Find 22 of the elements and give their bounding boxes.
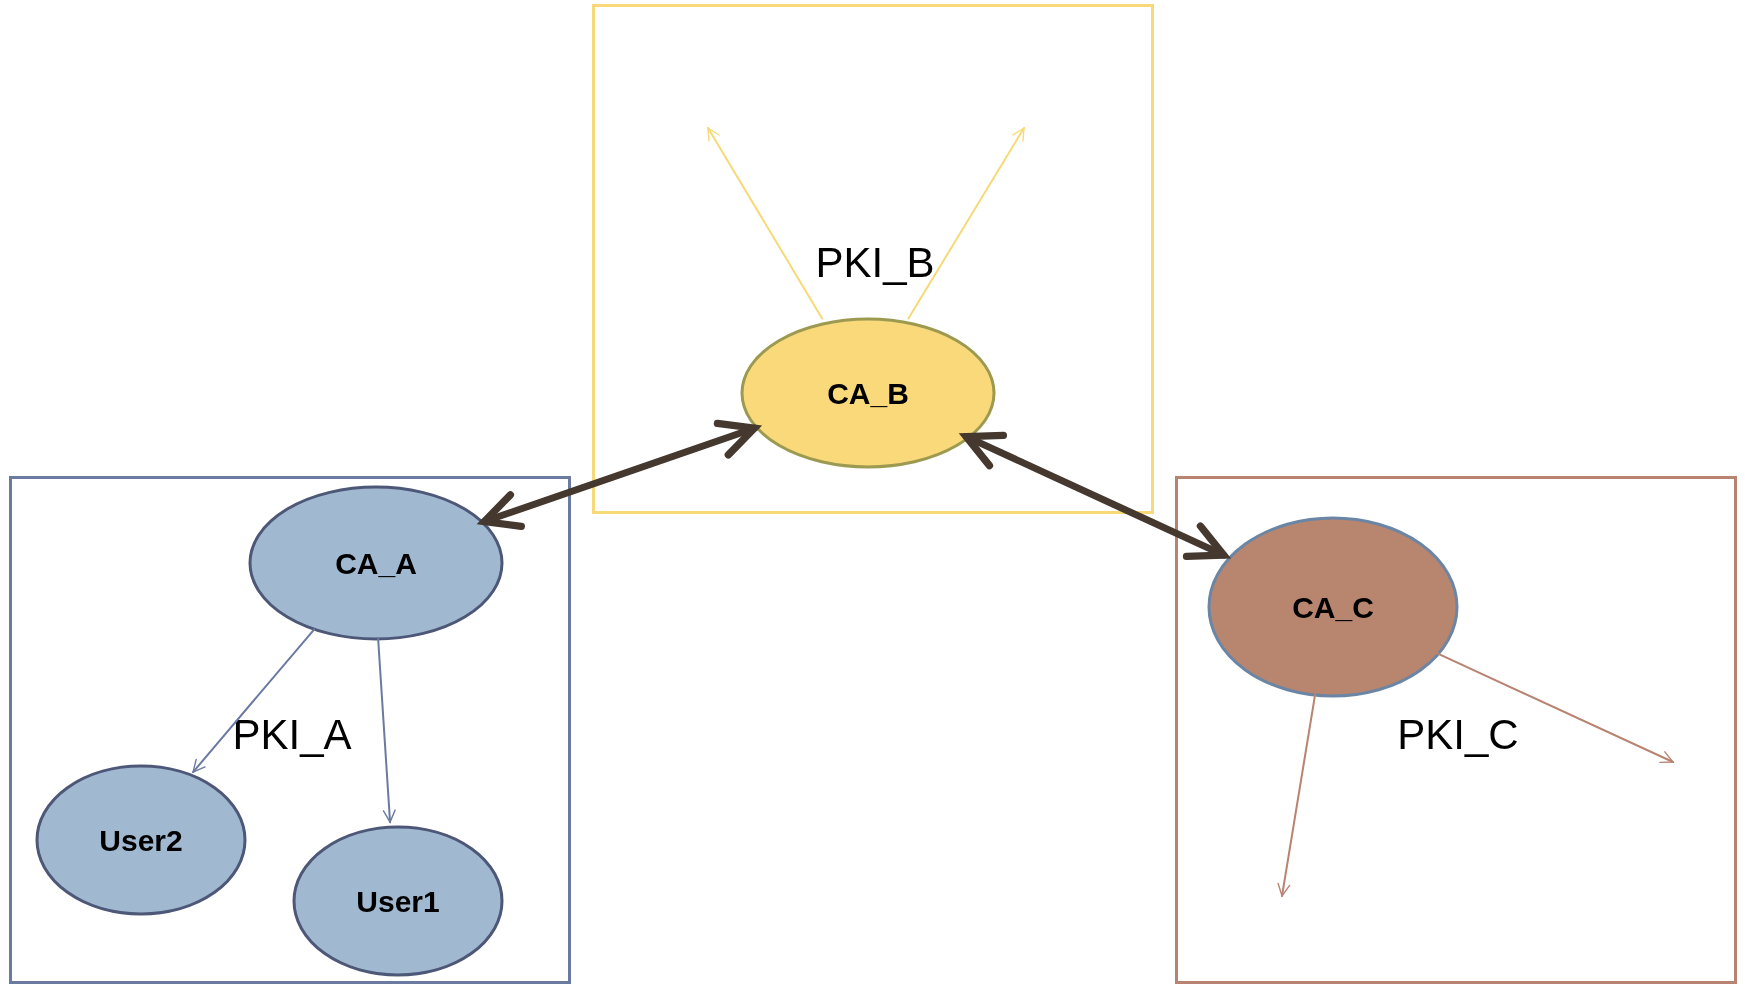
ca-ellipse xyxy=(1207,516,1459,698)
domain-label: PKI_B xyxy=(814,238,936,288)
ca-ellipse xyxy=(35,764,247,916)
domain-frame xyxy=(592,4,1154,514)
arrow xyxy=(1435,651,1674,764)
node-label: CA_B xyxy=(827,375,909,412)
arrow xyxy=(192,628,316,774)
ca-ellipse xyxy=(292,825,504,977)
ca-ellipse xyxy=(248,485,504,641)
node-label: User1 xyxy=(356,883,440,920)
node-label: CA_A xyxy=(335,545,417,582)
arrow xyxy=(1277,693,1317,897)
domain-frame xyxy=(9,476,571,984)
ca-ellipse xyxy=(740,317,996,469)
domain-frame xyxy=(1175,476,1737,984)
arrow xyxy=(907,127,1025,320)
node-label: User2 xyxy=(99,822,183,859)
arrow xyxy=(707,127,824,320)
domain-label: PKI_C xyxy=(1396,710,1520,760)
node-label: CA_C xyxy=(1292,589,1374,626)
arrow xyxy=(377,636,396,824)
domain-label: PKI_A xyxy=(231,710,353,760)
